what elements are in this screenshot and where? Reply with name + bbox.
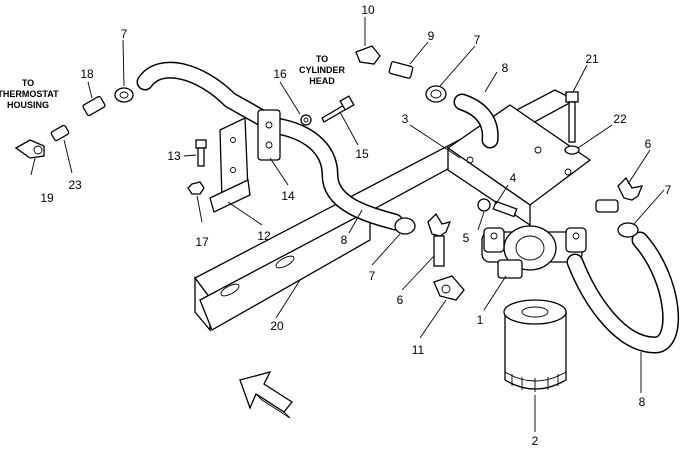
callout-8: 8 bbox=[639, 395, 646, 409]
oil-filter-element bbox=[503, 299, 567, 392]
callout-12: 12 bbox=[257, 229, 271, 243]
callout-8: 8 bbox=[341, 233, 348, 247]
callout-1: 1 bbox=[477, 313, 484, 327]
callout-numbers: 10 9 7 8 7 18 16 21 3 22 15 13 6 4 7 14 … bbox=[40, 3, 671, 448]
callout-15: 15 bbox=[355, 147, 369, 161]
cylinder-label-line2: CYLINDER bbox=[299, 65, 346, 75]
hose-right-loop bbox=[566, 231, 680, 354]
callout-8: 8 bbox=[502, 61, 509, 75]
filter-adapter-head bbox=[481, 225, 587, 279]
callout-23: 23 bbox=[68, 178, 82, 192]
fittings bbox=[14, 45, 644, 301]
callout-6: 6 bbox=[397, 293, 404, 307]
callout-7: 7 bbox=[665, 183, 672, 197]
callout-7: 7 bbox=[369, 269, 376, 283]
thermostat-label-line1: TO bbox=[22, 78, 34, 88]
cylinder-label-line1: TO bbox=[316, 54, 328, 64]
callout-22: 22 bbox=[613, 112, 627, 126]
callout-19: 19 bbox=[40, 191, 54, 205]
callout-16: 16 bbox=[273, 67, 287, 81]
callout-14: 14 bbox=[281, 189, 295, 203]
front-direction-arrow-icon bbox=[239, 371, 293, 419]
callout-9: 9 bbox=[428, 29, 435, 43]
cylinder-label-line3: HEAD bbox=[309, 76, 335, 86]
callout-4: 4 bbox=[510, 171, 517, 185]
thermostat-housing-label: TO THERMOSTAT HOUSING bbox=[0, 78, 59, 110]
callout-7: 7 bbox=[121, 27, 128, 41]
callout-17: 17 bbox=[195, 235, 209, 249]
callout-7: 7 bbox=[474, 33, 481, 47]
callout-10: 10 bbox=[361, 3, 375, 17]
callout-5: 5 bbox=[463, 231, 470, 245]
callout-3: 3 bbox=[402, 112, 409, 126]
thermostat-label-line2: THERMOSTAT bbox=[0, 89, 59, 99]
leader-lines bbox=[30, 17, 665, 432]
hose-left bbox=[261, 116, 404, 231]
callout-20: 20 bbox=[270, 319, 284, 333]
hose-upper-right bbox=[453, 93, 499, 149]
callout-11: 11 bbox=[412, 343, 425, 357]
callout-2: 2 bbox=[532, 434, 539, 448]
hose-upper-left bbox=[136, 61, 271, 127]
cylinder-head-label: TO CYLINDER HEAD bbox=[299, 54, 346, 86]
thermostat-label-line3: HOUSING bbox=[7, 100, 49, 110]
callout-13: 13 bbox=[167, 149, 181, 163]
callout-21: 21 bbox=[585, 52, 599, 66]
callout-18: 18 bbox=[80, 67, 94, 81]
hose-bracket bbox=[209, 109, 281, 213]
callout-6: 6 bbox=[645, 137, 652, 151]
